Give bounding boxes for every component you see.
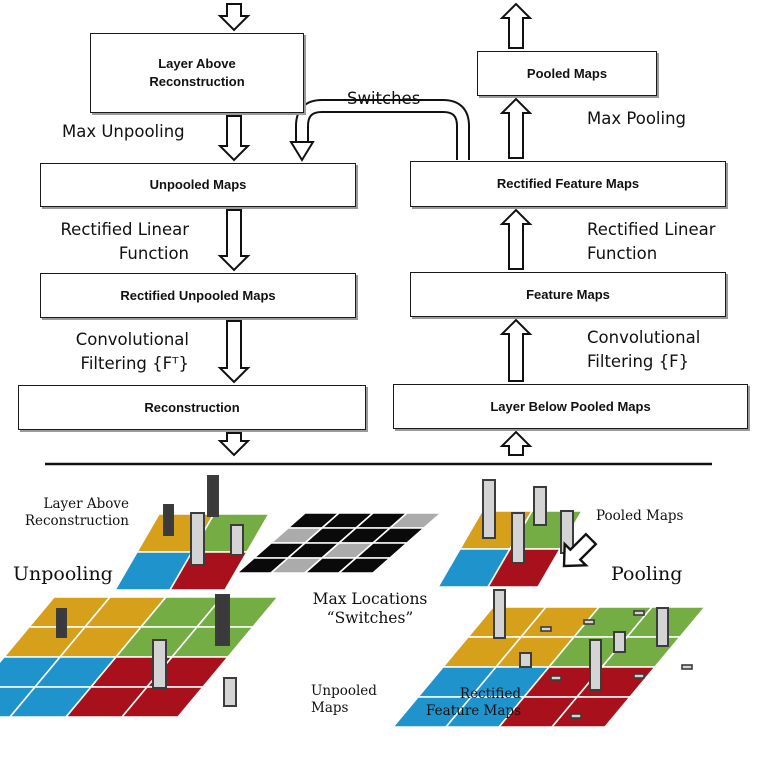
illus-rectified-feature-maps-label: Rectified Feature Maps [426, 686, 521, 719]
rect-bar-5 [519, 652, 532, 668]
arrow-relu-left [217, 209, 251, 272]
arrow-out-pooled [499, 2, 533, 49]
arrow-out-reconstruction [217, 432, 251, 457]
rect-bar-2 [589, 639, 602, 691]
rect-tick-1 [540, 626, 552, 632]
layer-above-bar-light-1 [190, 512, 205, 566]
rect-tick-4 [681, 664, 693, 670]
arrow-shape [562, 532, 598, 568]
rect-bar-4 [613, 631, 626, 653]
switches-arrowhead [289, 141, 315, 162]
unpooled-maps-box: Unpooled Maps [40, 163, 356, 207]
rectified-unpooled-maps-box: Rectified Unpooled Maps [40, 273, 356, 318]
layer-above-bar-dark-2 [207, 475, 219, 517]
grid-cell [120, 686, 205, 718]
rectified-feature-maps-box: Rectified Feature Maps [410, 161, 726, 207]
max-unpooling-label: Max Unpooling [62, 122, 185, 141]
unpooled-bar-light-2 [223, 677, 237, 707]
arrow-max-unpooling [217, 115, 251, 162]
max-locations-switches-label: Max Locations “Switches” [312, 590, 428, 628]
left-relu-label: Rectified Linear Function [60, 220, 189, 263]
arrow-conv-left [217, 320, 251, 384]
unpooled-bar-dark-1 [56, 608, 67, 638]
pooled-bar-2 [533, 486, 547, 526]
feature-maps-box: Feature Maps [410, 272, 726, 317]
arrow-into-layer-below [499, 430, 533, 456]
rect-tick-2 [583, 619, 595, 625]
illus-pooled-maps-label: Pooled Maps [596, 508, 684, 524]
arrow-into-layer-above [217, 3, 251, 32]
rect-bar-3 [656, 607, 669, 647]
grid-cell [486, 548, 562, 588]
unpooled-bar-light-1 [152, 639, 167, 689]
layer-above-bar-dark-1 [163, 504, 174, 536]
illus-unpooling-label: Unpooling [13, 563, 113, 585]
right-conv-filter-label: Convolutional Filtering {F} [587, 328, 701, 371]
left-conv-filter-label: Convolutional Filtering {Fᵀ} [75, 330, 189, 373]
pooling-arrow [562, 532, 598, 568]
switch-cell [336, 557, 393, 574]
rect-tick-7 [570, 713, 582, 719]
arrow-conv-right [499, 318, 533, 382]
switches-label: Switches [347, 89, 421, 108]
right-relu-label: Rectified Linear Function [587, 220, 716, 263]
max-pooling-label: Max Pooling [587, 109, 687, 128]
arrow-max-pooling [499, 97, 533, 159]
layer-below-pooled-maps-box: Layer Below Pooled Maps [393, 384, 748, 429]
rect-tick-3 [633, 610, 645, 616]
arrow-relu-right [499, 208, 533, 270]
pooled-bar-3 [511, 512, 525, 564]
pooled-bar-1 [482, 479, 496, 539]
rect-tick-5 [633, 673, 645, 679]
reconstruction-box: Reconstruction [18, 385, 366, 430]
illus-layer-above-label: Layer Above Reconstruction [24, 496, 129, 529]
pooled-maps-box: Pooled Maps [477, 51, 657, 96]
rect-bar-1 [493, 589, 506, 639]
rect-tick-6 [550, 675, 562, 681]
switches-connector-fill [297, 101, 468, 162]
grid-cell [168, 551, 249, 591]
switches-grid [234, 512, 444, 574]
illus-pooling-label: Pooling [611, 563, 683, 585]
unpooled-bar-dark-2 [215, 594, 230, 646]
illus-unpooled-maps-label: Unpooled Maps [311, 683, 377, 716]
layer-above-reconstruction-box: Layer Above Reconstruction [90, 33, 304, 113]
grid-cell [550, 696, 632, 728]
layer-above-bar-light-2 [230, 524, 244, 556]
